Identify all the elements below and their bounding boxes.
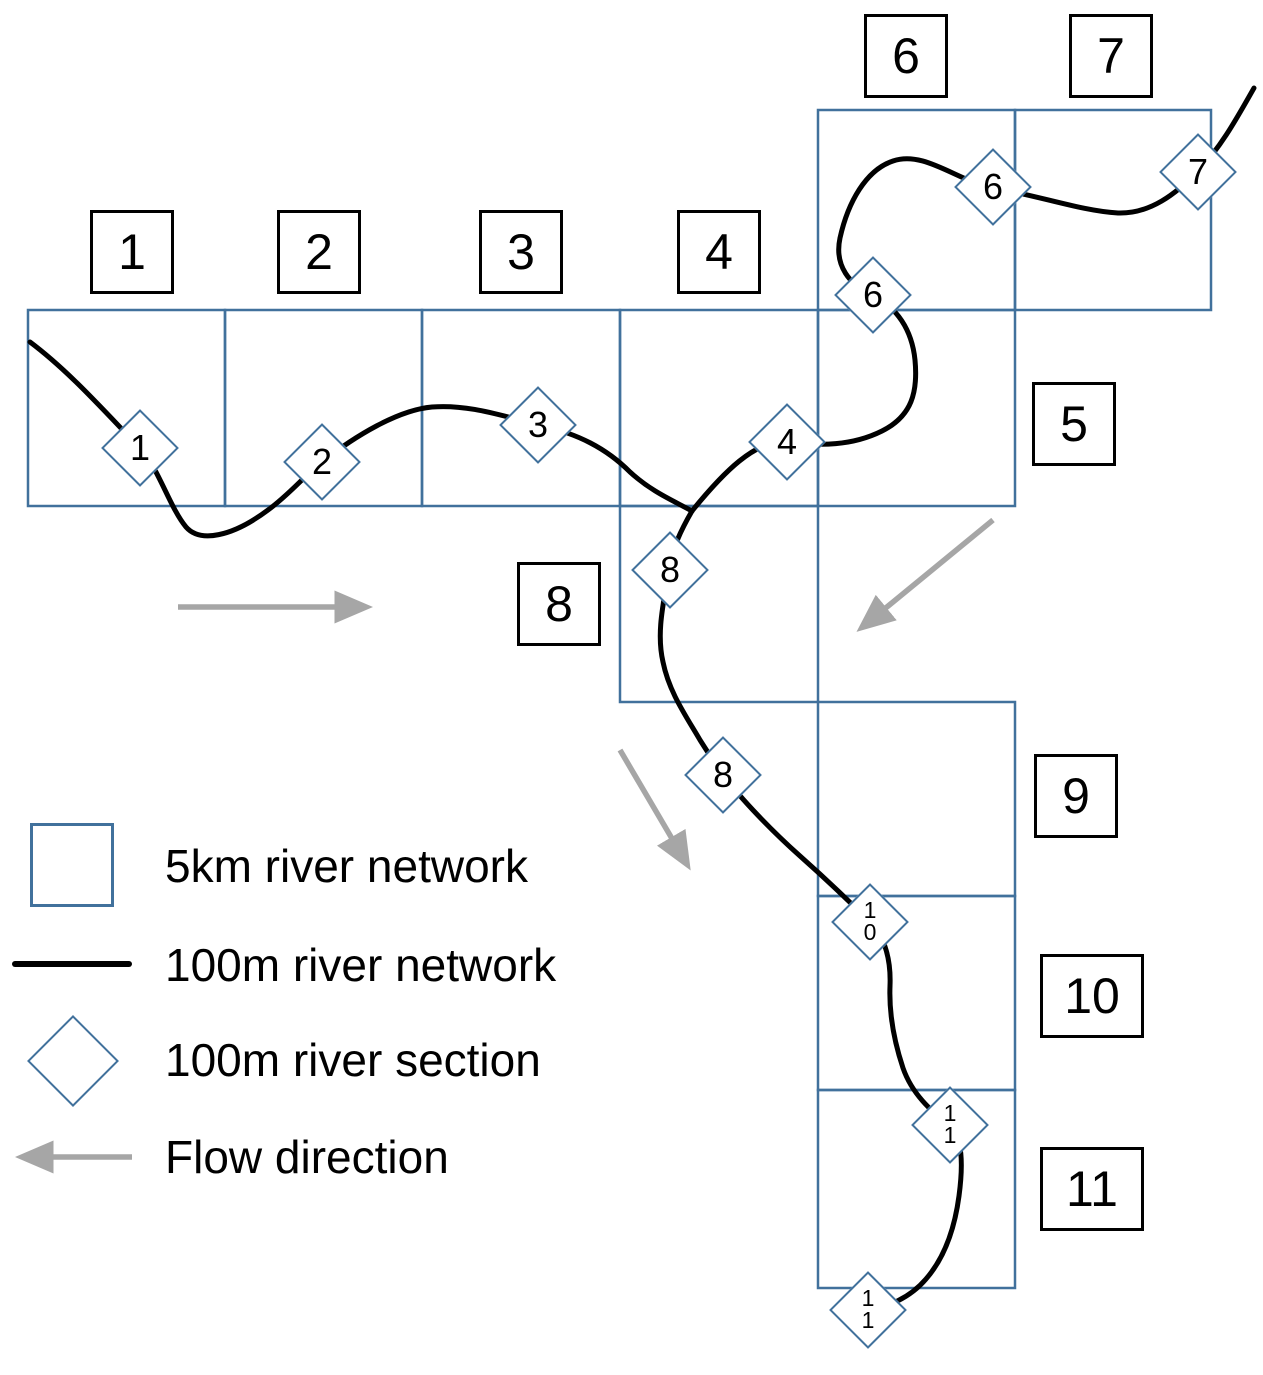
cell-label-8: 8 (517, 562, 601, 646)
river-section-label: 7 (1187, 150, 1209, 192)
cell-label-7: 7 (1069, 14, 1153, 98)
diamond-icon (26, 1014, 119, 1107)
river-section-11-lower: 1 1 (828, 1270, 908, 1350)
river-branch-east (689, 85, 1257, 514)
river-section-label: 2 (311, 440, 333, 482)
river-section-8-lower: 8 (683, 735, 763, 815)
river-section-4: 4 (747, 402, 827, 482)
river-section-1: 1 (100, 408, 180, 488)
legend-flow-direction-label: Flow direction (165, 1131, 449, 1183)
river-section-label: 6 (982, 165, 1004, 207)
cell-label-2: 2 (277, 210, 361, 294)
cell-label-5: 5 (1032, 382, 1116, 466)
legend-5km-label: 5km river network (165, 840, 528, 892)
legend-100m-network-label: 100m river network (165, 939, 557, 991)
river-section-11-upper: 1 1 (910, 1085, 990, 1165)
river-main-stem (657, 508, 964, 1315)
river-section-7: 7 (1158, 132, 1238, 212)
river-section-label: 8 (712, 753, 734, 795)
river-section-label: 1 1 (861, 1285, 875, 1333)
cell-label-1: 1 (90, 210, 174, 294)
river-section-label: 4 (776, 420, 798, 462)
legend-100m-section-icon (25, 1013, 120, 1108)
flow-arrow-southeast (617, 748, 691, 871)
river-section-label: 1 (129, 426, 151, 468)
river-section-label: 1 1 (943, 1100, 957, 1148)
river-section-6-upper: 6 (953, 147, 1033, 227)
cell-label-3: 3 (479, 210, 563, 294)
river-section-6-lower: 6 (833, 255, 913, 335)
legend-100m-section-label: 100m river section (165, 1034, 541, 1086)
river-section-10: 1 0 (830, 882, 910, 962)
flow-arrow-southwest (856, 517, 995, 632)
legend-100m-network-icon (12, 961, 132, 967)
river-section-label: 1 0 (863, 897, 877, 945)
grid-cell-9 (816, 700, 1017, 898)
river-section-2: 2 (282, 422, 362, 502)
grid-cell-8 (618, 504, 820, 704)
grid-cells (26, 108, 1213, 1290)
grid-cell-7 (1013, 108, 1213, 312)
cell-label-9: 9 (1034, 754, 1118, 838)
river-section-label: 8 (659, 548, 681, 590)
legend-5km-cell-icon (30, 823, 114, 907)
flow-arrows (15, 517, 995, 1174)
river-section-8-upper: 8 (630, 530, 710, 610)
cell-label-10: 10 (1040, 954, 1144, 1038)
river-section-label: 6 (862, 273, 884, 315)
river-network (27, 85, 1257, 1315)
river-section-label: 3 (527, 403, 549, 445)
grid-cell-5 (816, 308, 1017, 508)
cell-label-6: 6 (864, 14, 948, 98)
cell-label-4: 4 (677, 210, 761, 294)
cell-label-11: 11 (1040, 1147, 1144, 1231)
river-section-3: 3 (498, 385, 578, 465)
